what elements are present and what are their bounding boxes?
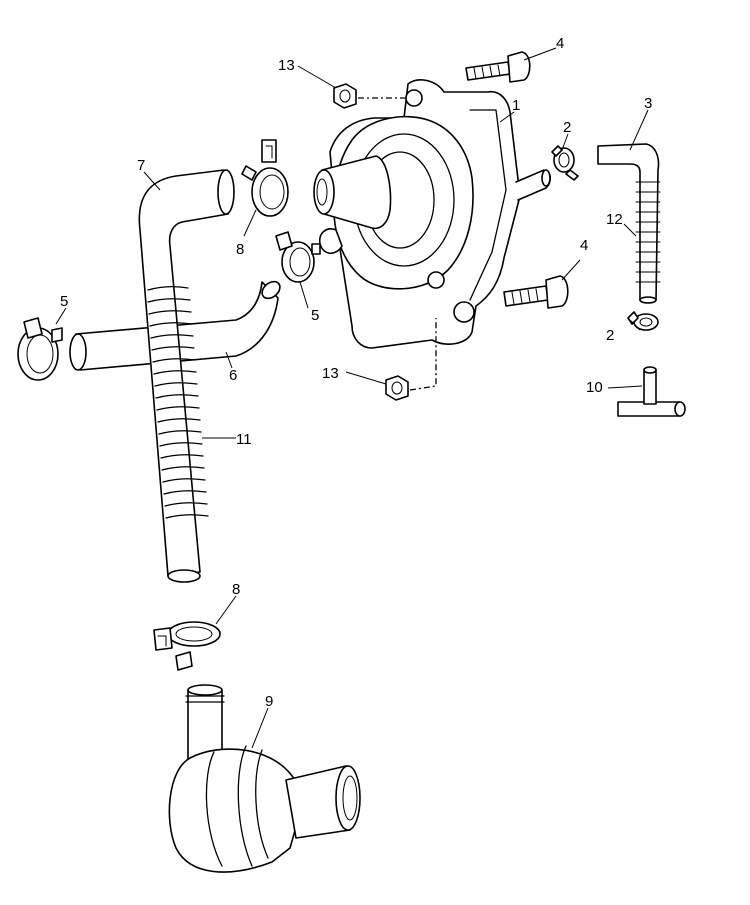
- callout-6: 6: [229, 367, 237, 384]
- callout-3: 3: [644, 95, 652, 112]
- nut-upper: [333, 83, 406, 109]
- callout-5-left: 5: [60, 293, 68, 310]
- callout-13-upper: 13: [278, 57, 295, 74]
- callout-4-lower: 4: [580, 237, 588, 254]
- nut-lower: [385, 318, 437, 401]
- spiral-wrap: [147, 286, 209, 519]
- small-hose: [597, 143, 661, 304]
- clamp-5-center: [275, 231, 321, 283]
- callout-8-upper: 8: [236, 241, 244, 258]
- callout-9: 9: [265, 693, 273, 710]
- clip-lower: [627, 311, 659, 331]
- callout-1: 1: [512, 97, 520, 114]
- clamp-8-upper: [241, 139, 289, 217]
- clamp-5-left: [17, 317, 63, 381]
- callout-2-lower: 2: [606, 327, 614, 344]
- callout-13-lower: 13: [322, 365, 339, 382]
- bolt-upper: [465, 51, 531, 83]
- callout-11: 11: [236, 431, 252, 448]
- clip-upper: [551, 145, 579, 181]
- t-connector: [617, 366, 686, 417]
- callout-7: 7: [137, 157, 145, 174]
- callout-8-lower: 8: [232, 581, 240, 598]
- hose-7: [138, 169, 235, 583]
- pump-housing: [313, 79, 552, 349]
- leader-lines: [55, 47, 649, 749]
- callout-10: 10: [586, 379, 603, 396]
- callout-4-upper: 4: [556, 35, 564, 52]
- valve-fitting: [168, 684, 361, 873]
- callout-12: 12: [606, 211, 623, 228]
- callout-2-upper: 2: [563, 119, 571, 136]
- clamp-8-lower: [153, 621, 221, 671]
- bolt-lower: [503, 275, 569, 309]
- callout-5-center: 5: [311, 307, 319, 324]
- callout-labels: 1 2 2 3 4 4 5 5 6 7 8 8 9 10 11 12 13 13: [60, 35, 652, 710]
